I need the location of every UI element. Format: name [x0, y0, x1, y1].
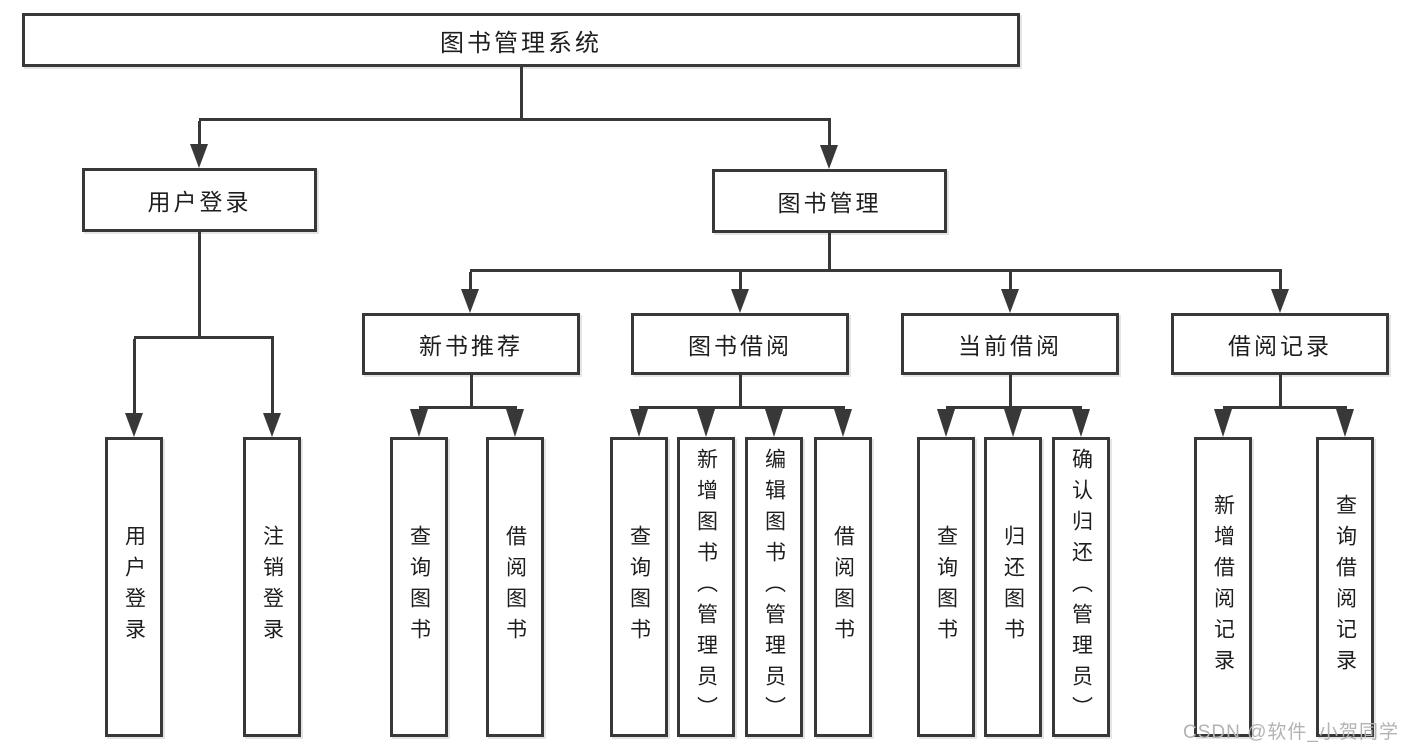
node-leaf-query-books-borrow: 查询图书 — [610, 437, 668, 737]
connector-root-bar — [199, 118, 831, 121]
connector-root-stem — [520, 67, 523, 120]
node-leaf-query-borrow-record: 查询借阅记录 — [1316, 437, 1374, 737]
arrow-down-leaf-borrow-books-icon — [834, 409, 852, 437]
connector-recommend-bar — [419, 406, 517, 409]
arrow-down-leaf-add-record-icon — [1214, 409, 1232, 437]
arrow-down-leaf-confirm-return-icon — [1072, 409, 1090, 437]
connector-stem-current — [1009, 272, 1012, 291]
node-leaf-borrow-books-recommend: 借阅图书 — [486, 437, 544, 737]
arrow-down-current-icon — [1001, 289, 1019, 313]
connector-stem-borrow — [739, 272, 742, 291]
arrow-down-leaf-return-icon — [1004, 409, 1022, 437]
connector-recommend-stem — [470, 375, 473, 408]
connector-book-management-bar — [470, 269, 1282, 272]
connector-book-management-stem — [828, 233, 831, 272]
connector-user-login-bar — [134, 336, 274, 339]
node-new-book-recommend: 新书推荐 — [362, 313, 580, 375]
arrow-down-recommend-icon — [461, 289, 479, 313]
node-leaf-edit-book-admin: 编辑图书（管理员） — [745, 437, 803, 737]
arrow-down-records-icon — [1271, 289, 1289, 313]
connector-current-stem — [1009, 375, 1012, 408]
connector-stem-records — [1279, 272, 1282, 291]
node-user-login: 用户登录 — [82, 168, 317, 232]
node-leaf-add-book-admin: 新增图书（管理员） — [677, 437, 735, 737]
node-borrow-records: 借阅记录 — [1171, 313, 1389, 375]
connector-stem-user-login — [198, 121, 201, 145]
arrow-down-leaf-query-recommend-icon — [410, 409, 428, 437]
node-current-borrow: 当前借阅 — [901, 313, 1119, 375]
node-leaf-query-books-current: 查询图书 — [917, 437, 975, 737]
connector-borrow-stem — [739, 375, 742, 408]
arrow-down-leaf-logout-icon — [263, 413, 281, 437]
arrow-down-user-login-icon — [190, 144, 208, 168]
node-book-management: 图书管理 — [712, 169, 947, 233]
node-leaf-add-borrow-record: 新增借阅记录 — [1194, 437, 1252, 737]
arrow-down-leaf-edit-book-icon — [765, 409, 783, 437]
watermark-text: CSDN @软件_小贺同学 — [1183, 722, 1399, 743]
node-leaf-confirm-return-admin: 确认归还（管理员） — [1052, 437, 1110, 737]
arrow-down-leaf-borrow-recommend-icon — [506, 409, 524, 437]
node-leaf-user-login: 用户登录 — [105, 437, 163, 737]
node-leaf-logout: 注销登录 — [243, 437, 301, 737]
node-leaf-return-books: 归还图书 — [984, 437, 1042, 737]
connector-stem-book-management — [828, 121, 831, 145]
node-leaf-borrow-books: 借阅图书 — [814, 437, 872, 737]
connector-borrow-bar — [639, 406, 845, 409]
arrow-down-book-management-icon — [820, 145, 838, 169]
arrow-down-leaf-add-book-icon — [697, 409, 715, 437]
connector-current-bar — [946, 406, 1082, 409]
node-leaf-query-books-recommend: 查询图书 — [390, 437, 448, 737]
node-book-borrow: 图书借阅 — [631, 313, 849, 375]
arrow-down-leaf-query-record-icon — [1336, 409, 1354, 437]
arrow-down-borrow-icon — [731, 289, 749, 313]
connector-records-bar — [1223, 406, 1347, 409]
connector-stem-leaf-logout — [271, 339, 274, 415]
connector-stem-recommend — [469, 272, 472, 291]
connector-records-stem — [1279, 375, 1282, 408]
connector-user-login-stem — [198, 232, 201, 338]
connector-stem-leaf-user-login — [133, 339, 136, 415]
arrow-down-leaf-query-borrow-icon — [630, 409, 648, 437]
arrow-down-leaf-query-current-icon — [937, 409, 955, 437]
node-root: 图书管理系统 — [22, 13, 1020, 67]
arrow-down-leaf-user-login-icon — [125, 413, 143, 437]
